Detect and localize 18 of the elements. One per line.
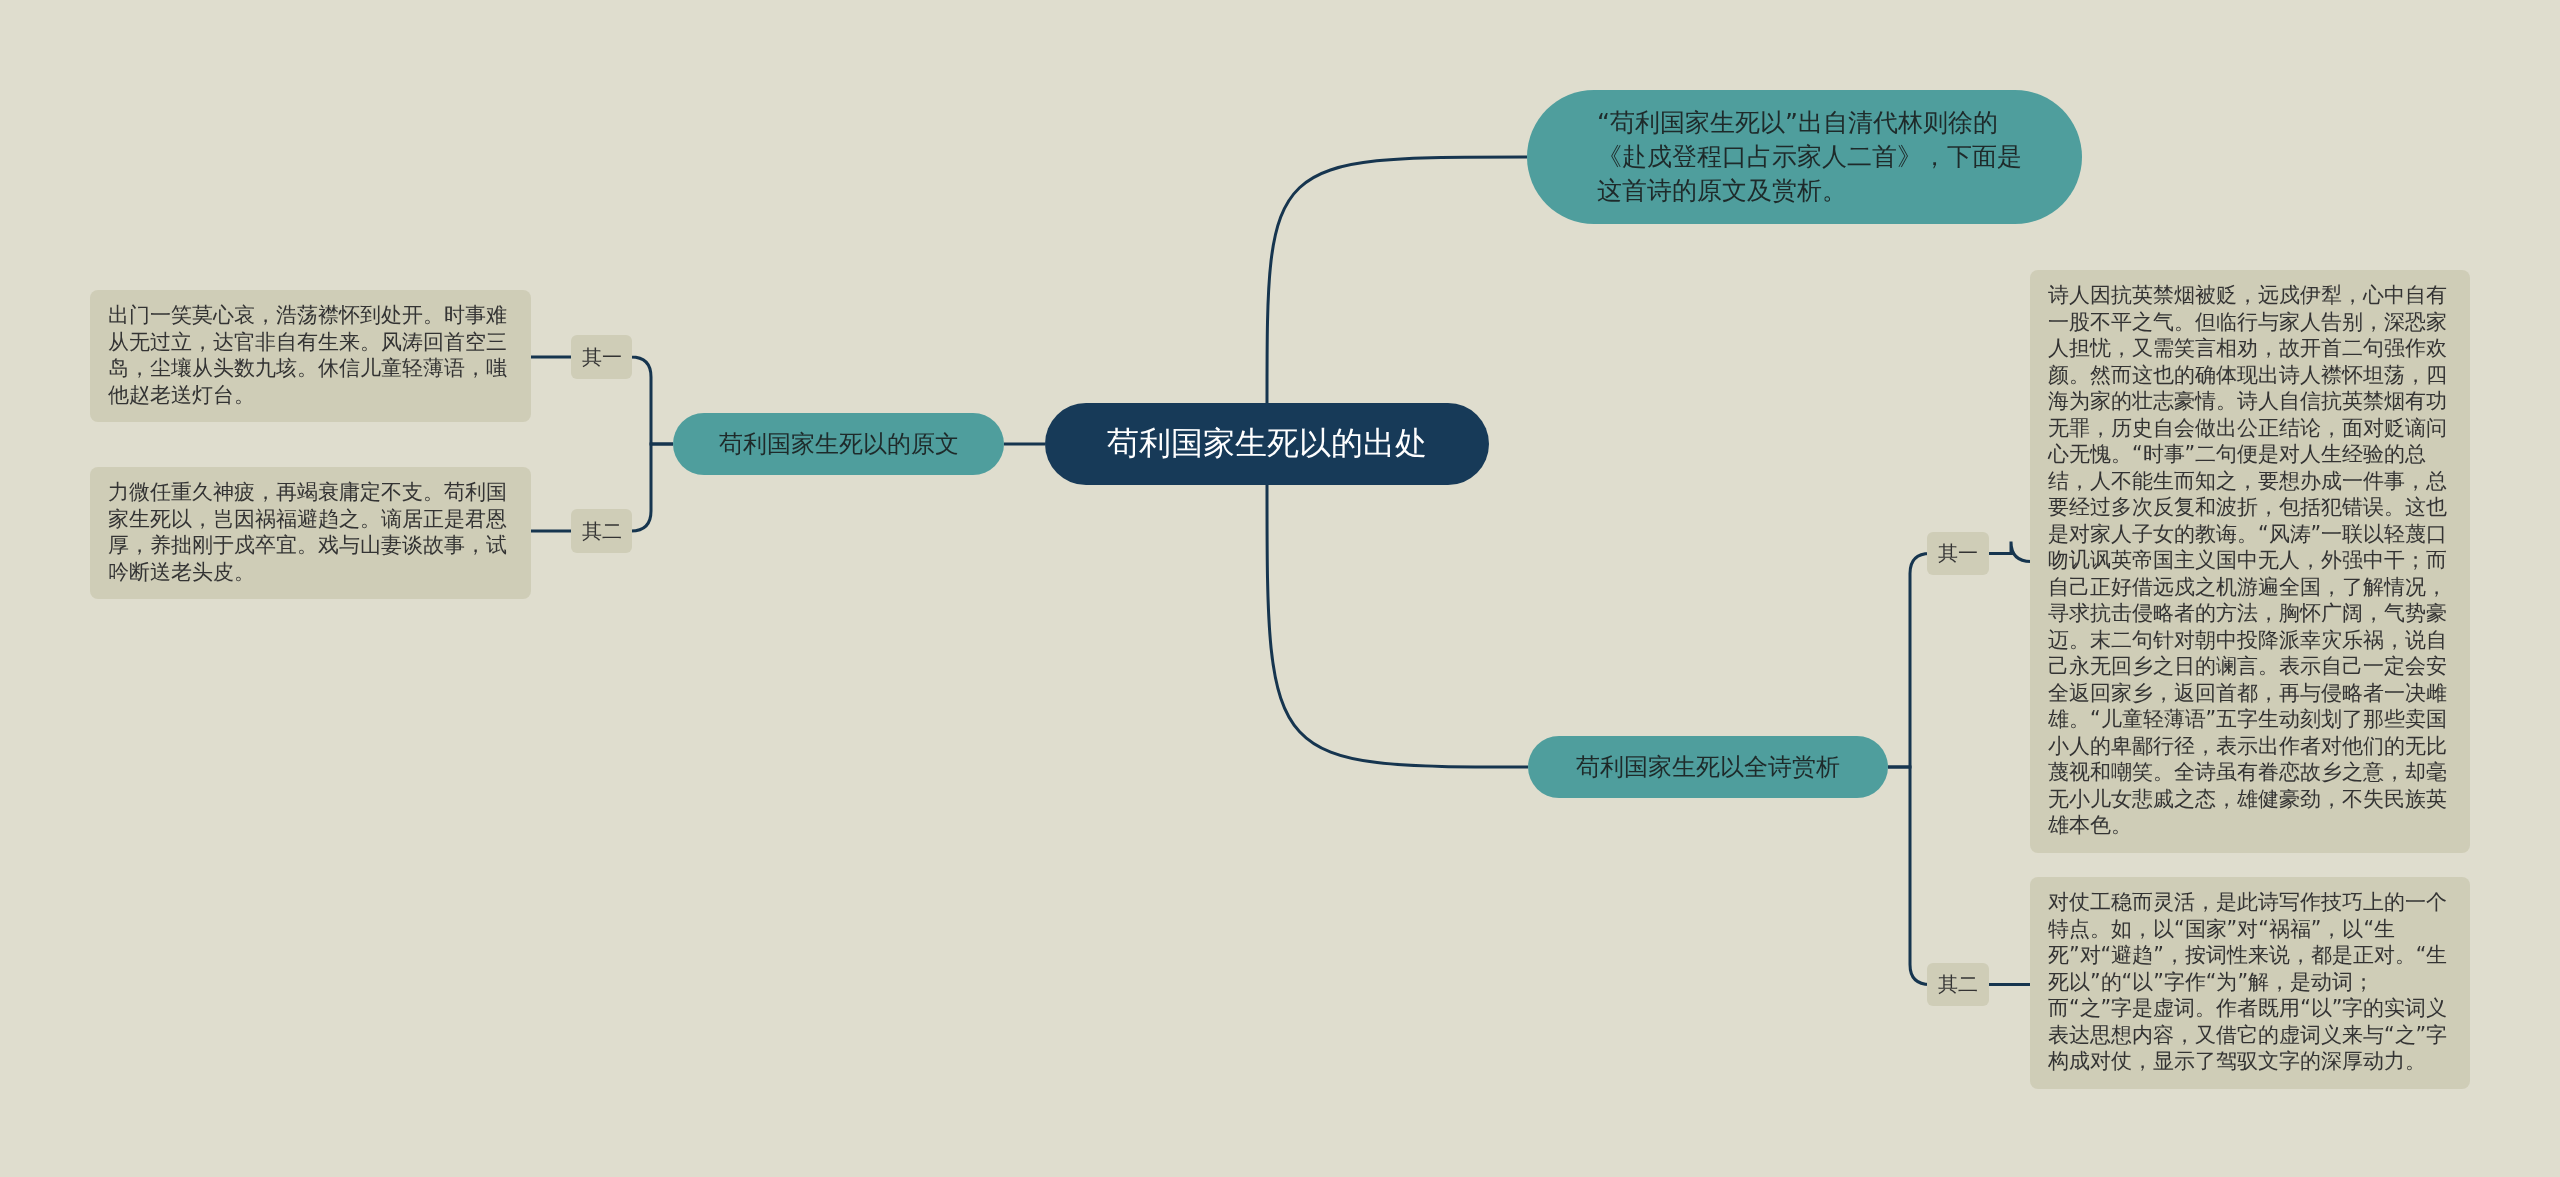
note-card: 出门一笑莫心哀，浩荡襟怀到处开。时事难从无过立，达官非自有生来。风涛回首空三岛，尘壤从头数九垓。休信儿童轻薄语，嗤他赵老送灯台。 xyxy=(90,290,531,422)
note-card: 诗人因抗英禁烟被贬，远戍伊犁，心中自有一股不平之气。但临行与家人告别，深恐家人担忧，又需笑言相劝，故开首二句强作欢颜。然而这也的确体现出诗人襟怀坦荡，四海为家的壮志豪情。诗人自信抗英禁烟有功无罪，历史自会做出公正结论，面对贬谪问心无愧。“时事”二句便是对人生经验的总结，人不能生而知之，要想办成一件事，总要经过多次反复和波折，包括犯错误。这也是对家人子女的教诲。“风涛”一联以轻蔑口吻讥讽英帝国主义国中无人，外强中干；而自己正好借远戍之机游遍全国，了解情况，寻求抗击侵略者的方法，胸怀广阔，气势豪迈。末二句针对朝中投降派幸灾乐祸，说自己永无回乡之日的谰言。表示自己一定会安全返回家乡，返回首都，再与侵略者一决雌雄。“儿童轻薄语”五字生动刻划了那些卖国小人的卑鄙行径，表示出作者对他们的无比蔑视和嘲笑。全诗虽有眷恋故乡之意，却毫无小儿女悲戚之态，雄健豪劲，不失民族英雄本色。 xyxy=(2030,270,2470,853)
topic-pill: 苟利国家生死以全诗赏析 xyxy=(1528,736,1888,798)
connector-line xyxy=(1004,442,1045,446)
note-card: 力微任重久神疲，再竭衰庸定不支。苟利国家生死以，岂因祸福避趋之。谪居正是君恩厚，养拙刚于戍卒宜。戏与山妻谈故事，试吟断送老头皮。 xyxy=(90,467,531,599)
connector-line xyxy=(531,529,571,533)
topic-pill: 苟利国家生死以的原文 xyxy=(673,413,1004,475)
connector-line xyxy=(1989,983,2030,986)
connector-line xyxy=(1265,485,1528,769)
connector-line xyxy=(531,355,571,359)
branch-tag: 其二 xyxy=(1927,963,1989,1006)
branch-tag: 其一 xyxy=(571,335,632,379)
connector-line xyxy=(1265,155,1527,403)
branch-tag: 其一 xyxy=(1927,532,1989,575)
topic-pill: “苟利国家生死以”出自清代林则徐的《赴戍登程口占示家人二首》，下面是这首诗的原文及赏析。 xyxy=(1527,90,2082,224)
branch-tag: 其二 xyxy=(571,509,632,553)
central-topic: 苟利国家生死以的出处 xyxy=(1045,403,1489,485)
note-card: 对仗工稳而灵活，是此诗写作技巧上的一个特点。如，以“国家”对“祸福”，以“生死”对“避趋”，按词性来说，都是正对。“生死以”的“以”字作“为”解，是动词；而“之”字是虚词。作者既用“以”字的实词义表达思想内容，又借它的虚词义来与“之”字构成对仗，显示了驾驭文字的深厚动力。 xyxy=(2030,877,2470,1089)
